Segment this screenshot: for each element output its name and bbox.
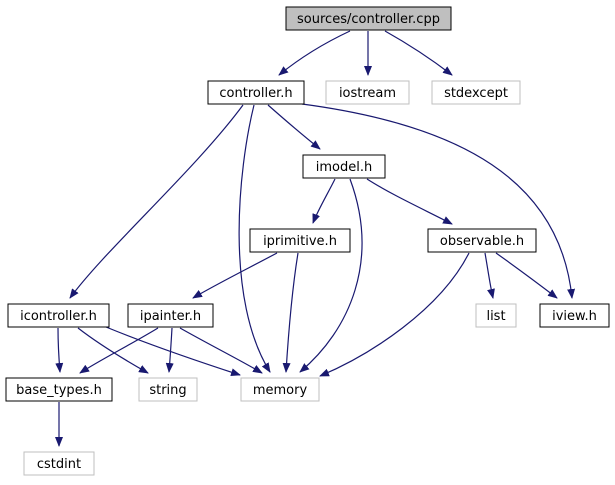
edge-imodel-h-to-iprimitive-h xyxy=(312,178,336,224)
nodes-layer: sources/controller.cpp controller.h iostre… xyxy=(5,6,610,476)
edge-controller-h-to-memory xyxy=(238,104,271,373)
edge-observable-h-to-list xyxy=(484,252,495,299)
node-label: memory xyxy=(253,383,308,398)
node-label: icontroller.h xyxy=(20,309,97,324)
node-label: base_types.h xyxy=(16,383,102,398)
node-observable-h[interactable]: observable.h xyxy=(427,228,537,253)
edge-controller-h-to-icontroller-h xyxy=(69,104,244,299)
edge-imodel-h-to-observable-h xyxy=(366,178,453,225)
edge-icontroller-h-to-string xyxy=(77,327,149,374)
edge-iprimitive-h-to-ipainter-h xyxy=(192,252,278,299)
node-label: ipainter.h xyxy=(140,309,201,324)
edge-controller-cpp-to-controller-h xyxy=(278,30,351,76)
node-box xyxy=(207,80,305,105)
node-controller-cpp[interactable]: sources/controller.cpp xyxy=(285,6,452,31)
edge-controller-cpp-to-stdexcept xyxy=(384,30,453,76)
node-label: iostream xyxy=(339,86,396,101)
node-box xyxy=(431,80,521,105)
edge-ipainter-h-to-memory xyxy=(179,327,263,374)
edge-observable-h-to-memory xyxy=(319,252,470,377)
node-box xyxy=(285,6,452,31)
edge-controller-h-to-iview-h xyxy=(301,103,576,299)
node-label: iview.h xyxy=(552,309,597,324)
node-label: stdexcept xyxy=(444,86,508,101)
node-label: sources/controller.cpp xyxy=(297,12,440,27)
node-box xyxy=(7,303,110,328)
node-base-types-h[interactable]: base_types.h xyxy=(5,377,113,402)
node-box xyxy=(5,377,113,402)
edge-icontroller-h-to-memory xyxy=(105,326,241,377)
node-box xyxy=(475,303,517,328)
node-label: controller.h xyxy=(219,86,292,101)
node-label: cstdint xyxy=(37,457,81,472)
edge-iprimitive-h-to-memory xyxy=(282,252,299,373)
node-box xyxy=(240,377,320,402)
node-iprimitive-h[interactable]: iprimitive.h xyxy=(249,228,351,253)
node-label: string xyxy=(149,383,186,398)
node-box xyxy=(127,303,214,328)
edge-controller-h-to-imodel-h xyxy=(267,104,321,150)
node-box xyxy=(302,154,386,179)
node-memory: memory xyxy=(240,377,320,402)
node-controller-h[interactable]: controller.h xyxy=(207,80,305,105)
edge-ipainter-h-to-string xyxy=(165,327,174,373)
node-ipainter-h[interactable]: ipainter.h xyxy=(127,303,214,328)
node-box xyxy=(249,228,351,253)
node-box xyxy=(138,377,198,402)
node-box xyxy=(427,228,537,253)
node-label: list xyxy=(486,309,505,324)
edge-observable-h-to-iview-h xyxy=(495,252,558,299)
node-box xyxy=(539,303,610,328)
node-label: imodel.h xyxy=(316,160,372,175)
edge-ipainter-h-to-base-types-h xyxy=(79,327,159,374)
node-label: iprimitive.h xyxy=(263,234,337,249)
node-cstdint: cstdint xyxy=(23,451,95,476)
node-list: list xyxy=(475,303,517,328)
edges-layer xyxy=(55,30,576,447)
edge-imodel-h-to-memory xyxy=(299,178,363,373)
node-label: observable.h xyxy=(440,234,524,249)
node-box xyxy=(325,80,410,105)
node-icontroller-h[interactable]: icontroller.h xyxy=(7,303,110,328)
node-imodel-h[interactable]: imodel.h xyxy=(302,154,386,179)
node-stdexcept: stdexcept xyxy=(431,80,521,105)
node-iostream: iostream xyxy=(325,80,410,105)
node-box xyxy=(23,451,95,476)
node-iview-h[interactable]: iview.h xyxy=(539,303,610,328)
node-string: string xyxy=(138,377,198,402)
edge-icontroller-h-to-base-types-h xyxy=(55,327,64,373)
